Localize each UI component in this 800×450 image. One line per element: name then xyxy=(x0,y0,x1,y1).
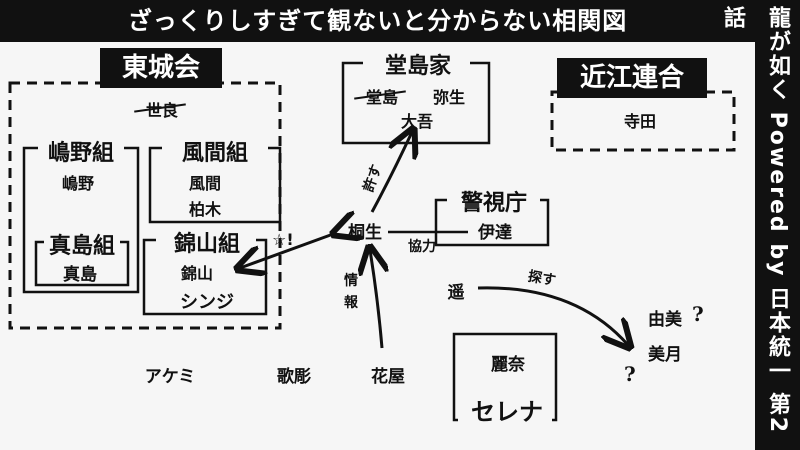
star-annotation: ☆! xyxy=(272,230,294,249)
keishichou-label: 警視庁 xyxy=(460,191,527,216)
haruka-name: 遥 xyxy=(447,283,465,303)
kazama-name: 風間 xyxy=(188,174,221,193)
serena-label: セレナ xyxy=(471,398,543,426)
nishikiyama-name: 錦山 xyxy=(180,264,213,283)
episode-sidebar: 龍が如く Powered by 日本統一 第2話 xyxy=(720,0,800,450)
daigo-name: 大吾 xyxy=(400,112,433,131)
yayoi-name: 弥生 xyxy=(432,88,465,107)
yumi-name: 由美 xyxy=(648,310,682,330)
question-mark-2: ? xyxy=(624,362,636,386)
question-mark-1: ? xyxy=(692,302,704,326)
kazama-gumi-label: 風間組 xyxy=(181,141,248,166)
search-annotation: 探す xyxy=(526,268,558,290)
toujoukai-label: 東城会 xyxy=(100,48,222,88)
shinji-name: シンジ xyxy=(180,292,234,313)
shimano-name: 嶋野 xyxy=(61,174,94,193)
hanaya-name: 花屋 xyxy=(371,367,405,387)
oumi-rengou-label: 近江連合 xyxy=(557,58,707,98)
date-name: 伊達 xyxy=(478,223,512,243)
reina-name: 麗奈 xyxy=(491,355,525,375)
akemi-name: アケミ xyxy=(144,367,196,387)
info-annotation-1: 情 xyxy=(344,273,358,289)
info-annotation-2: 報 xyxy=(344,295,358,311)
mizuki-name: 美月 xyxy=(648,345,682,365)
majima-gumi-label: 真島組 xyxy=(48,234,115,259)
kiryu-name: 桐生 xyxy=(348,223,382,243)
shimano-gumi-label: 嶋野組 xyxy=(47,141,114,166)
doujima-ke-label: 堂島家 xyxy=(384,54,451,79)
arrow-haruka-yumi xyxy=(477,286,628,345)
utahiko-name: 歌彫 xyxy=(277,367,311,387)
forgive-annotation: 許す xyxy=(360,162,386,195)
cooperation-annotation: 協力 xyxy=(408,239,436,255)
kashiwagi-name: 柏木 xyxy=(188,200,221,219)
page-title: ざっくりしすぎて観ないと分からない相関図 xyxy=(0,0,755,42)
majima-name: 真島 xyxy=(63,265,97,285)
arrow-hanaya-kiryu xyxy=(370,250,382,349)
episode-label: 龍が如く Powered by 日本統一 第2話 xyxy=(720,6,790,435)
terada-name: 寺田 xyxy=(623,112,656,131)
nishikiyama-gumi-label: 錦山組 xyxy=(173,232,240,257)
